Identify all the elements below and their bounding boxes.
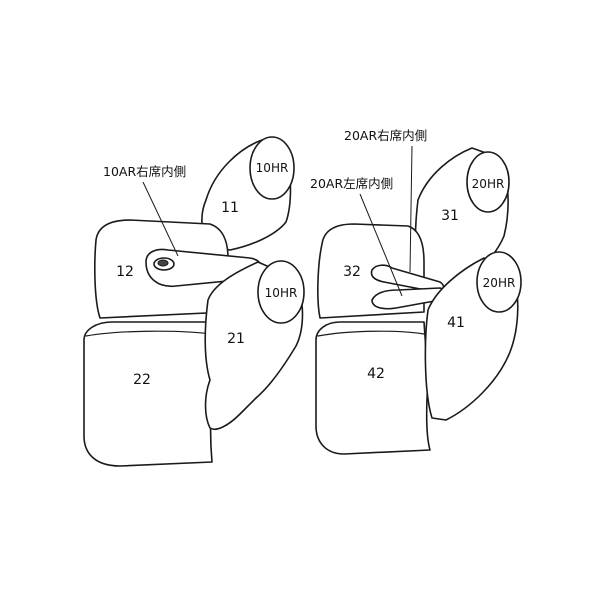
headrest-label-rear: 10HR bbox=[256, 161, 289, 175]
label-21: 21 bbox=[227, 331, 245, 347]
label-41: 41 bbox=[447, 315, 465, 331]
left-seat-group: 10HR 11 12 22 10HR 21 10AR右席内側 bbox=[83, 136, 305, 467]
cushion-42 bbox=[315, 321, 431, 455]
callout-20ar-left: 20AR左席内側 bbox=[310, 176, 393, 191]
callout-20ar-right: 20AR右席内側 bbox=[344, 128, 427, 143]
headrest-label-front: 10HR bbox=[265, 286, 298, 300]
cushion-22 bbox=[83, 321, 215, 467]
armrest-knob bbox=[157, 259, 169, 267]
callout-10ar: 10AR右席内側 bbox=[103, 164, 186, 179]
label-11: 11 bbox=[221, 200, 239, 216]
headrest-label-front-right: 20HR bbox=[483, 276, 516, 290]
label-31: 31 bbox=[441, 208, 459, 224]
label-32: 32 bbox=[343, 264, 361, 280]
headrest-label-rear-right: 20HR bbox=[472, 177, 505, 191]
headrest-10hr-front bbox=[257, 260, 305, 324]
headrest-10hr-rear bbox=[249, 136, 295, 200]
label-12: 12 bbox=[116, 264, 134, 280]
label-22: 22 bbox=[133, 372, 151, 388]
right-seat-group: 20HR 31 32 42 20HR 41 20AR右席内側 20AR左席内側 bbox=[310, 128, 522, 455]
headrest-20hr-front bbox=[476, 251, 522, 313]
label-42: 42 bbox=[367, 366, 385, 382]
headrest-20hr-rear bbox=[466, 151, 510, 213]
